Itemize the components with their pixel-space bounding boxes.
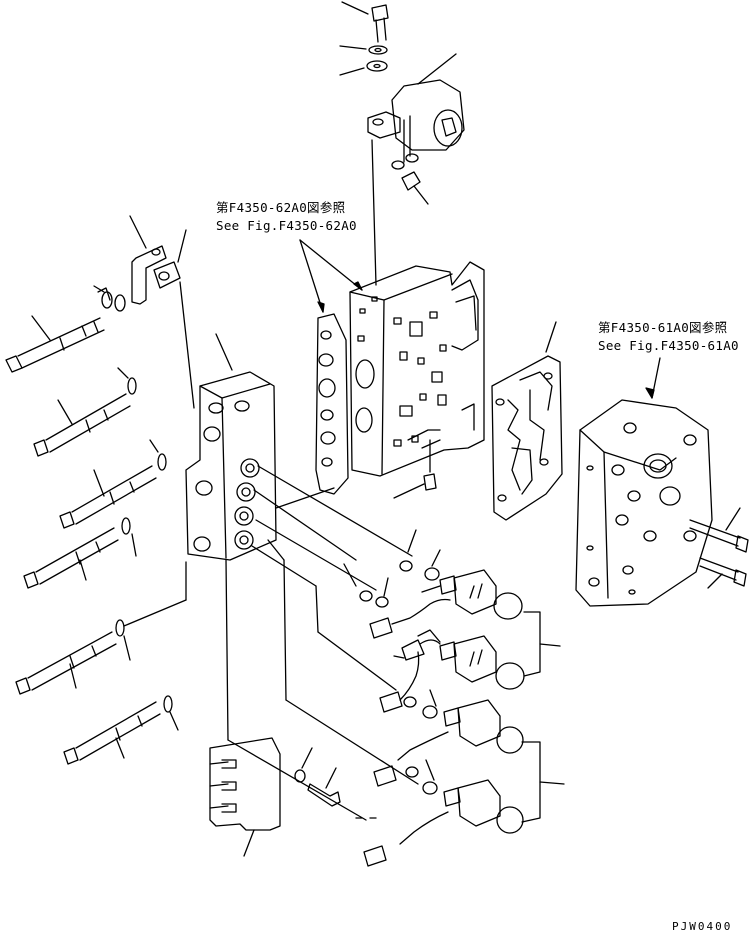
assembly-guide-lines <box>124 466 418 820</box>
top-spring-washer <box>340 46 387 54</box>
lower-bracket-plate <box>210 738 280 856</box>
bolt-5 <box>16 620 130 694</box>
solenoid-valve-3 <box>374 700 523 786</box>
lower-washer-bolt <box>295 748 340 806</box>
solenoid-bracket-leader-1 <box>524 612 560 676</box>
solenoid-valve-4 <box>364 780 523 866</box>
bolt-2 <box>34 368 136 456</box>
separator-plate-middle <box>492 322 562 520</box>
collar-guide-line <box>180 282 194 408</box>
o-rings-lower <box>404 690 437 794</box>
collar <box>154 230 186 288</box>
bolt-3 <box>60 440 166 528</box>
reference-f4350-62a0-jp: 第F4350-62A0図参照 <box>216 200 346 215</box>
upper-bracket <box>130 216 166 304</box>
top-bolt <box>342 2 388 42</box>
solenoid-bracket-leader-2 <box>522 742 564 822</box>
reference-leader-62a0 <box>300 240 362 312</box>
bolt-1 <box>6 316 104 372</box>
reference-f4350-62a0-en: See Fig.F4350-62A0 <box>216 218 357 233</box>
small-washers <box>94 286 125 311</box>
main-valve-body <box>350 262 484 498</box>
drawing-number: PJW0400 <box>672 920 733 933</box>
bolt-6 <box>64 696 178 764</box>
right-valve-cover <box>576 358 748 606</box>
top-solenoid-valve <box>368 54 464 204</box>
top-guide-line <box>372 140 376 285</box>
connector-harness-1 <box>370 600 450 713</box>
solenoid-valve-1 <box>344 530 522 619</box>
reference-f4350-61a0-en: See Fig.F4350-61A0 <box>598 338 739 353</box>
bolt-4 <box>24 518 136 588</box>
separator-plate-left <box>316 314 348 494</box>
left-valve-block <box>186 334 276 560</box>
top-flat-washer <box>340 61 387 75</box>
reference-f4350-61a0-jp: 第F4350-61A0図参照 <box>598 320 728 335</box>
solenoid-valve-2 <box>418 630 524 689</box>
